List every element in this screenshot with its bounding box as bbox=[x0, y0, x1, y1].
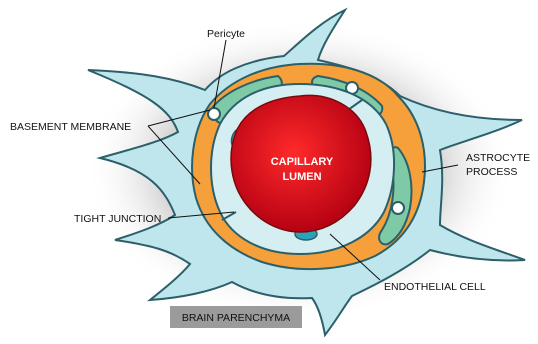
lumen-label-line2: LUMEN bbox=[282, 171, 321, 183]
label-pericyte: Pericyte bbox=[207, 28, 245, 40]
label-astrocyte-line1: ASTROCYTE bbox=[466, 152, 530, 164]
label-basement-membrane: BASEMENT MEMBRANE bbox=[10, 121, 131, 133]
label-brain-parenchyma: BRAIN PARENCHYMA bbox=[182, 312, 290, 324]
label-tight-junction: TIGHT JUNCTION bbox=[74, 213, 161, 225]
pericyte-nucleus-right bbox=[392, 202, 404, 214]
lumen-label-line1: CAPILLARY bbox=[271, 156, 334, 168]
label-astrocyte-line2: PROCESS bbox=[466, 166, 517, 178]
label-endothelial-cell: ENDOTHELIAL CELL bbox=[384, 281, 486, 293]
